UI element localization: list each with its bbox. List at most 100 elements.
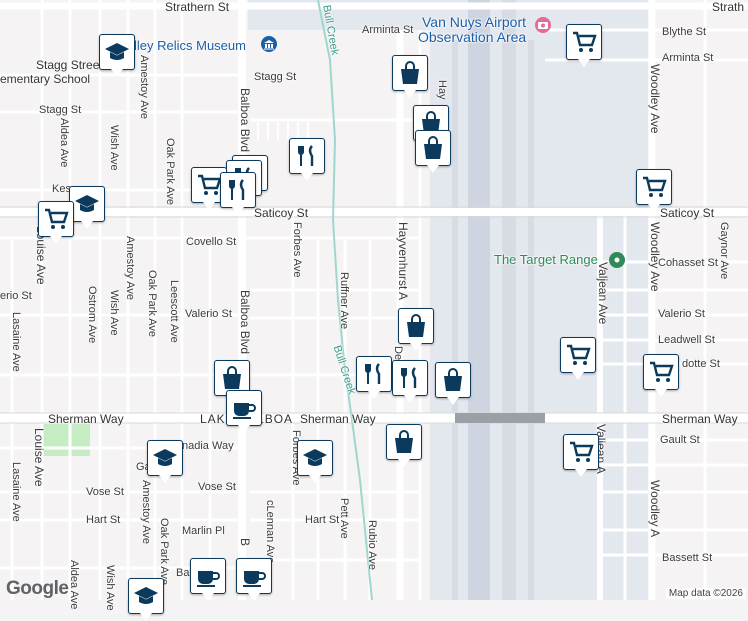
poi-label[interactable]: lley Relics Museum [134,38,246,53]
road-casings [0,206,748,424]
museum-icon[interactable] [261,36,277,52]
shopping-bag-icon [401,61,419,84]
street-label: Leadwell St [658,334,715,346]
street-label: dotte St [682,358,720,370]
shopping-bag-icon [223,366,241,389]
street-label: Woodley A [648,480,662,538]
street-label: Hayvenhurst A [396,222,410,301]
street-label: Strathern St [165,0,230,14]
poi-label[interactable]: Observation Area [418,29,527,45]
street-label: Blythe St [662,26,707,38]
street-label: Valerio St [658,308,705,320]
street-label: Ruffner Ave [338,272,350,330]
street-label: Sherman Way [662,412,738,426]
shopping-cart-marker[interactable] [643,354,679,397]
school-marker[interactable] [297,440,333,483]
school-marker[interactable] [128,578,164,621]
major-roads [0,0,748,600]
street-label: Lasaine Ave [10,462,22,522]
restaurant-icon [365,363,381,384]
taxiway [528,40,534,600]
restaurant-icon [229,179,245,200]
street-label: Louise Ave [32,428,46,487]
shopping-bag-marker[interactable] [386,424,422,467]
street-label: Valerio St [185,308,232,320]
street-label: Wish Ave [108,290,120,336]
school-marker[interactable] [69,186,105,229]
street-label: B [238,538,252,547]
street-label: Pett Ave [338,498,350,539]
shopping-cart-marker[interactable] [38,201,74,244]
street-label: Forbes Ave [291,222,303,278]
street-label: Stagg St [39,104,82,116]
shopping-bag-icon [407,314,425,337]
sherman-underpass [455,413,545,423]
shopping-cart-marker[interactable] [566,24,602,67]
street-label: Ba [176,567,190,579]
coffee-marker[interactable] [236,558,272,601]
street-label: Gault St [660,434,700,446]
shopping-cart-icon [643,176,667,197]
street-label: Stagg St [254,71,297,83]
street-label: Kes [52,183,71,195]
street-label: Hart St [86,514,121,526]
restaurant-marker[interactable] [392,360,428,403]
shopping-cart-marker[interactable] [636,169,672,212]
street-label: Aldea Ave [58,118,70,168]
street-label: nadia Way [182,440,234,452]
airport-area [430,0,648,600]
shopping-bag-marker[interactable] [415,130,451,173]
street-label: Balboa Blvd [238,290,252,355]
coffee-icon [233,403,256,419]
restaurant-marker[interactable] [356,356,392,399]
shopping-bag-marker[interactable] [435,362,471,405]
school-icon [303,449,327,466]
runway [468,0,490,600]
poi-label[interactable]: ementary School [0,72,91,86]
street-label: Balboa Blvd [238,88,252,153]
poi-label[interactable]: Stagg Stree [36,58,100,72]
street-label: Vose St [86,486,124,498]
map-canvas[interactable] [0,0,748,600]
school-icon [153,449,177,466]
poi-label[interactable]: The Target Range [494,252,598,267]
restaurant-icon [298,145,314,166]
coffee-icon [197,571,220,587]
target-range-icon[interactable] [609,252,625,268]
school-marker[interactable] [147,440,183,483]
street-label: Saticoy St [660,206,715,220]
street-label: Lasaine Ave [10,312,22,372]
street-label: Saticoy St [254,206,309,220]
street-label: Sherman Way [48,412,124,426]
street-label: Marlin Pl [182,525,225,537]
school-icon [75,195,99,212]
shopping-bag-marker[interactable] [392,55,428,98]
school-icon [105,43,129,60]
coffee-marker[interactable] [190,558,226,601]
street-label: Amestoy Ave [140,480,152,544]
shopping-cart-icon [198,174,222,195]
street-label: De [392,346,404,361]
street-label: Oak Park Ave [164,138,176,206]
street-label: Cohasset St [658,257,718,269]
street-label: Woodley Ave [648,64,662,134]
restaurant-marker[interactable] [220,172,256,215]
parking-lot [257,122,309,140]
school-icon [134,587,158,604]
street-label: Amestoy Ave [124,236,136,300]
map-data-credit[interactable]: Map data ©2026 [665,588,746,599]
restaurant-marker[interactable] [289,138,325,181]
camera-icon[interactable] [535,17,551,33]
shopping-cart-marker[interactable] [560,337,596,380]
school-marker[interactable] [99,34,135,77]
shopping-bag-marker[interactable] [398,308,434,351]
shopping-cart-icon [45,208,69,229]
shopping-cart-marker[interactable] [563,434,599,477]
street-label: Gaynor Ave [718,222,730,280]
street-label: erio St [0,290,32,302]
street-label: Aldea Ave [68,560,80,610]
coffee-marker[interactable] [226,390,262,433]
street-label: Valjean Ave [596,262,610,325]
poi-label[interactable]: Van Nuys Airport [422,14,527,30]
coffee-icon [243,571,266,587]
